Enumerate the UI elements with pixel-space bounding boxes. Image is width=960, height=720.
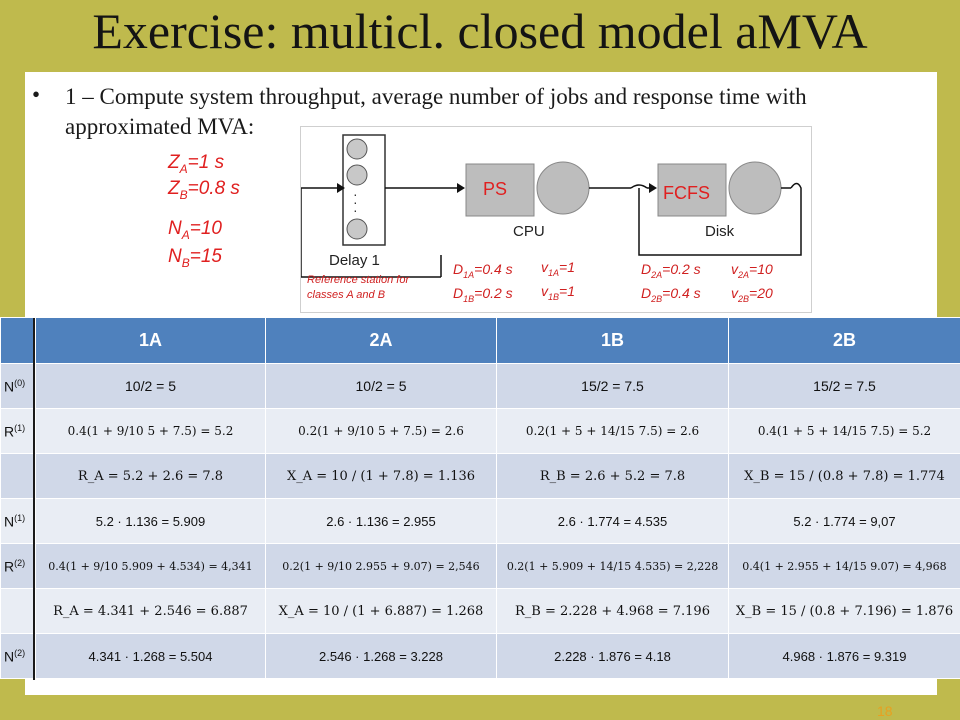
table-cell: 15/2 = 7.5 bbox=[728, 363, 960, 409]
header-2a: 2A bbox=[265, 317, 497, 364]
table-cell: 0.4(1 + 2.955 + 14/15 9.07) = 4,968 bbox=[728, 543, 960, 589]
table-cell: 0.4(1 + 5 + 14/15 7.5) = 5.2 bbox=[728, 408, 960, 454]
page-number: 18 bbox=[877, 703, 893, 719]
table-cell: 4.968 · 1.876 = 9.319 bbox=[728, 633, 960, 679]
network-diagram: · · · Delay 1 Reference station for clas… bbox=[300, 126, 812, 313]
table-row: R_A = 4.341 + 2.546 = 6.887 X_A = 10 / (… bbox=[0, 588, 960, 634]
demand-1b: D1B=0.2 s bbox=[453, 285, 513, 304]
row-label-r2: R(2) bbox=[0, 543, 36, 589]
table-cell: 4.341 · 1.268 = 5.504 bbox=[35, 633, 266, 679]
slide-title: Exercise: multicl. closed model aMVA bbox=[92, 3, 868, 59]
svg-text:·: · bbox=[353, 186, 358, 202]
delay-label: Delay 1 bbox=[329, 252, 380, 269]
table-cell: 5.2 · 1.774 = 9,07 bbox=[728, 498, 960, 544]
visits-2b: v2B=20 bbox=[731, 285, 773, 304]
param-za: ZA=1 s bbox=[168, 152, 225, 176]
reference-note: Reference station for classes A and B bbox=[307, 274, 410, 301]
table-row: N(1) 5.2 · 1.136 = 5.909 2.6 · 1.136 = 2… bbox=[0, 498, 960, 544]
table-row: R(1) 0.4(1 + 9/10 5 + 7.5) = 5.2 0.2(1 +… bbox=[0, 408, 960, 454]
table-row: R_A = 5.2 + 2.6 = 7.8 X_A = 10 / (1 + 7.… bbox=[0, 453, 960, 499]
cpu-label: CPU bbox=[513, 223, 545, 240]
table-cell: R_A = 5.2 + 2.6 = 7.8 bbox=[35, 453, 266, 499]
row-label-n1: N(1) bbox=[0, 498, 36, 544]
table-row: R(2) 0.4(1 + 9/10 5.909 + 4.534) = 4,341… bbox=[0, 543, 960, 589]
row-label-empty bbox=[0, 453, 36, 499]
disk-queue-label: FCFS bbox=[663, 183, 710, 203]
table-cell: 2.6 · 1.136 = 2.955 bbox=[265, 498, 497, 544]
row-label-r1: R(1) bbox=[0, 408, 36, 454]
table-cell: X_A = 10 / (1 + 7.8) = 1.136 bbox=[265, 453, 497, 499]
table-cell: 0.2(1 + 5 + 14/15 7.5) = 2.6 bbox=[496, 408, 729, 454]
disk-label: Disk bbox=[705, 223, 735, 240]
demand-2b: D2B=0.4 s bbox=[641, 285, 701, 304]
row-label-n2: N(2) bbox=[0, 633, 36, 679]
row-label-empty bbox=[0, 588, 36, 634]
cpu-queue-label: PS bbox=[483, 179, 508, 199]
visits-1b: v1B=1 bbox=[541, 283, 575, 302]
header-2b: 2B bbox=[728, 317, 960, 364]
visits-2a: v2A=10 bbox=[731, 261, 773, 280]
visits-1a: v1A=1 bbox=[541, 259, 575, 278]
table-cell: 0.4(1 + 9/10 5 + 7.5) = 5.2 bbox=[35, 408, 266, 454]
table-cell: 10/2 = 5 bbox=[265, 363, 497, 409]
table-cell: R_A = 4.341 + 2.546 = 6.887 bbox=[35, 588, 266, 634]
table-cell: X_B = 15 / (0.8 + 7.8) = 1.774 bbox=[728, 453, 960, 499]
table-cell: 0.2(1 + 9/10 5 + 7.5) = 2.6 bbox=[265, 408, 497, 454]
table-cell: 0.2(1 + 9/10 2.955 + 9.07) = 2,546 bbox=[265, 543, 497, 589]
table-row: N(0) 10/2 = 5 10/2 = 5 15/2 = 7.5 15/2 =… bbox=[0, 363, 960, 409]
param-na: NA=10 bbox=[168, 218, 222, 242]
table-divider bbox=[33, 318, 35, 680]
demand-2a: D2A=0.2 s bbox=[641, 261, 701, 280]
table-cell: 15/2 = 7.5 bbox=[496, 363, 729, 409]
table-cell: X_B = 15 / (0.8 + 7.196) = 1.876 bbox=[728, 588, 960, 634]
bullet-marker: • bbox=[32, 82, 41, 107]
table-cell: 0.4(1 + 9/10 5.909 + 4.534) = 4,341 bbox=[35, 543, 266, 589]
table-cell: 2.6 · 1.774 = 4.535 bbox=[496, 498, 729, 544]
table-cell: 2.546 · 1.268 = 3.228 bbox=[265, 633, 497, 679]
table-cell: X_A = 10 / (1 + 6.887) = 1.268 bbox=[265, 588, 497, 634]
table-row: N(2) 4.341 · 1.268 = 5.504 2.546 · 1.268… bbox=[0, 633, 960, 679]
table-cell: 2.228 · 1.876 = 4.18 bbox=[496, 633, 729, 679]
table-cell: R_B = 2.228 + 4.968 = 7.196 bbox=[496, 588, 729, 634]
amva-table: 1A 2A 1B 2B N(0) 10/2 = 5 10/2 = 5 15/2 … bbox=[0, 317, 960, 679]
demand-1a: D1A=0.4 s bbox=[453, 261, 513, 280]
param-nb: NB=15 bbox=[168, 246, 222, 270]
bullet-text: 1 – Compute system throughput, average n… bbox=[65, 84, 807, 139]
param-zb: ZB=0.8 s bbox=[168, 178, 240, 202]
header-empty bbox=[0, 317, 36, 364]
table-cell: 10/2 = 5 bbox=[35, 363, 266, 409]
table-cell: R_B = 2.6 + 5.2 = 7.8 bbox=[496, 453, 729, 499]
svg-text:·: · bbox=[353, 202, 358, 218]
table-cell: 0.2(1 + 5.909 + 14/15 4.535) = 2,228 bbox=[496, 543, 729, 589]
table-cell: 5.2 · 1.136 = 5.909 bbox=[35, 498, 266, 544]
header-1b: 1B bbox=[496, 317, 729, 364]
row-label-n0: N(0) bbox=[0, 363, 36, 409]
svg-text:·: · bbox=[353, 194, 358, 210]
header-1a: 1A bbox=[35, 317, 266, 364]
network-svg: · · · bbox=[301, 134, 802, 278]
